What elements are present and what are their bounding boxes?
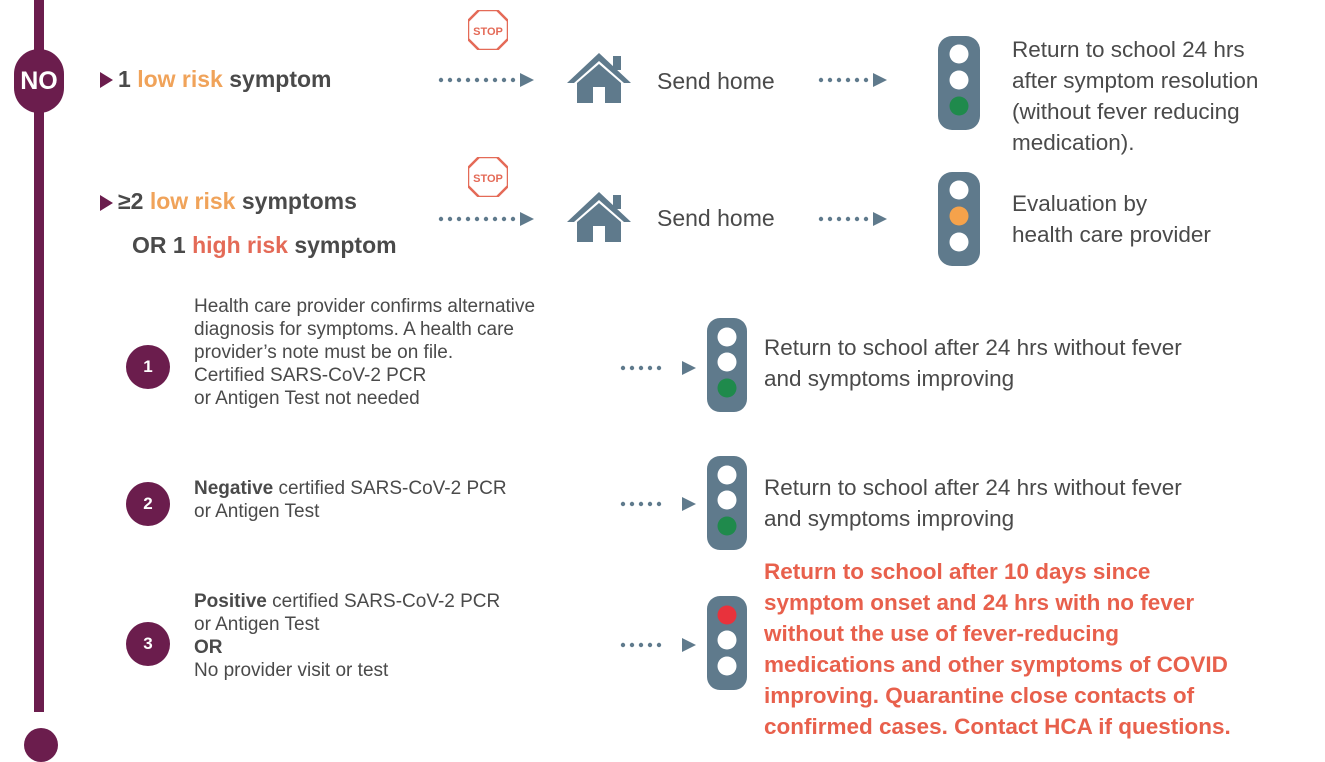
row2-symptoms: symptoms: [241, 188, 357, 214]
dotted-arrow-icon: [438, 73, 534, 87]
case1-outcome-line: Return to school after 24 hrs without fe…: [764, 335, 1182, 360]
traffic-light-amber-icon: [938, 172, 980, 266]
case1-text-line: or Antigen Test not needed: [194, 388, 420, 409]
stop-sign-icon: [468, 157, 508, 197]
case3-number: 3: [143, 634, 153, 653]
case2-outcome: Return to school after 24 hrs without fe…: [764, 472, 1182, 534]
dotted-arrow-icon: [818, 73, 887, 87]
traffic-light-red-icon: [707, 596, 747, 690]
case1-text-line: provider’s note must be on file.: [194, 342, 454, 363]
timeline-line: [34, 0, 44, 712]
case3-number-badge: 3: [126, 622, 170, 666]
row1-outcome-line: (without fever reducing: [1012, 99, 1240, 124]
row1-low-risk: low risk: [137, 66, 223, 92]
row2-send-home: Send home: [657, 205, 775, 231]
case2-text: Negative certified SARS-CoV-2 PCR or Ant…: [194, 477, 507, 523]
case3-outcome-line: confirmed cases. Contact HCA if question…: [764, 714, 1231, 739]
case2-outcome-line: and symptoms improving: [764, 506, 1015, 531]
case3-outcome-line: Return to school after 10 days since: [764, 559, 1151, 584]
case2-bold: Negative: [194, 478, 274, 499]
case2-number-badge: 2: [126, 482, 170, 526]
house-icon: [567, 53, 631, 103]
case1-text-line: Health care provider confirms alternativ…: [194, 296, 536, 317]
case3-outcome-line: symptom onset and 24 hrs with no fever: [764, 590, 1195, 615]
row1-condition: 1 low risk symptom: [118, 66, 331, 93]
row2-or-1: OR 1: [132, 232, 186, 258]
row2-low-risk: low risk: [149, 188, 236, 214]
case1-text-line: diagnosis for symptoms. A health care: [194, 319, 514, 340]
dotted-arrow-icon: [620, 497, 696, 511]
case3-outcome-line: improving. Quarantine close contacts of: [764, 683, 1195, 708]
row2-symptom: symptom: [294, 232, 397, 258]
dotted-arrow-icon: [438, 212, 534, 226]
row1-send-home: Send home: [657, 68, 775, 94]
case1-outcome: Return to school after 24 hrs without fe…: [764, 332, 1182, 394]
no-label: NO: [20, 66, 58, 95]
row1-symptom: symptom: [229, 66, 332, 92]
house-icon: [567, 192, 631, 242]
row2-condition-line1: ≥2 low risk symptoms: [118, 188, 357, 215]
dotted-arrow-icon: [620, 638, 696, 652]
case3-or: OR: [194, 637, 223, 658]
case3-bold: Positive: [194, 591, 267, 612]
traffic-light-green-icon: [707, 456, 747, 550]
case1-number-badge: 1: [126, 345, 170, 389]
case3-text: Positive certified SARS-CoV-2 PCR or Ant…: [194, 590, 500, 682]
dotted-arrow-icon: [620, 361, 696, 375]
case1-text-line: Certified SARS-CoV-2 PCR: [194, 365, 427, 386]
case2-text-line2: or Antigen Test: [194, 501, 320, 522]
case2-outcome-line: Return to school after 24 hrs without fe…: [764, 475, 1182, 500]
no-badge: NO: [14, 49, 64, 113]
dotted-arrow-icon: [818, 212, 887, 226]
case2-number: 2: [143, 494, 153, 513]
row2-count: ≥2: [118, 188, 144, 214]
row2-outcome-line: Evaluation by: [1012, 191, 1148, 216]
row2-outcome-line: health care provider: [1012, 222, 1211, 247]
case3-outcome: Return to school after 10 days since sym…: [764, 556, 1231, 742]
case1-outcome-line: and symptoms improving: [764, 366, 1015, 391]
case3-text-rest: certified SARS-CoV-2 PCR: [266, 591, 501, 612]
next-badge: [24, 728, 58, 762]
case3-outcome-line: medications and other symptoms of COVID: [764, 652, 1228, 677]
triangle-bullet-icon: [100, 72, 113, 88]
row1-count: 1: [118, 66, 131, 92]
row2-high-risk: high risk: [192, 232, 288, 258]
case3-text-line4: No provider visit or test: [194, 660, 389, 681]
row1-outcome-line: Return to school 24 hrs: [1012, 37, 1245, 62]
row1-outcome-line: after symptom resolution: [1012, 68, 1259, 93]
case3-outcome-line: without the use of fever-reducing: [764, 621, 1120, 646]
case1-number: 1: [143, 357, 153, 376]
row1-outcome-line: medication).: [1012, 130, 1135, 155]
row2-condition-line2: OR 1 high risk symptom: [132, 232, 397, 259]
case2-text-rest: certified SARS-CoV-2 PCR: [273, 478, 507, 499]
triangle-bullet-icon: [100, 195, 113, 211]
case3-text-line2: or Antigen Test: [194, 614, 320, 635]
traffic-light-green-icon: [938, 36, 980, 130]
row1-outcome: Return to school 24 hrs after symptom re…: [1012, 34, 1258, 158]
traffic-light-green-icon: [707, 318, 747, 412]
row2-outcome: Evaluation by health care provider: [1012, 188, 1211, 250]
case1-text: Health care provider confirms alternativ…: [194, 295, 535, 410]
stop-sign-icon: [468, 10, 508, 50]
